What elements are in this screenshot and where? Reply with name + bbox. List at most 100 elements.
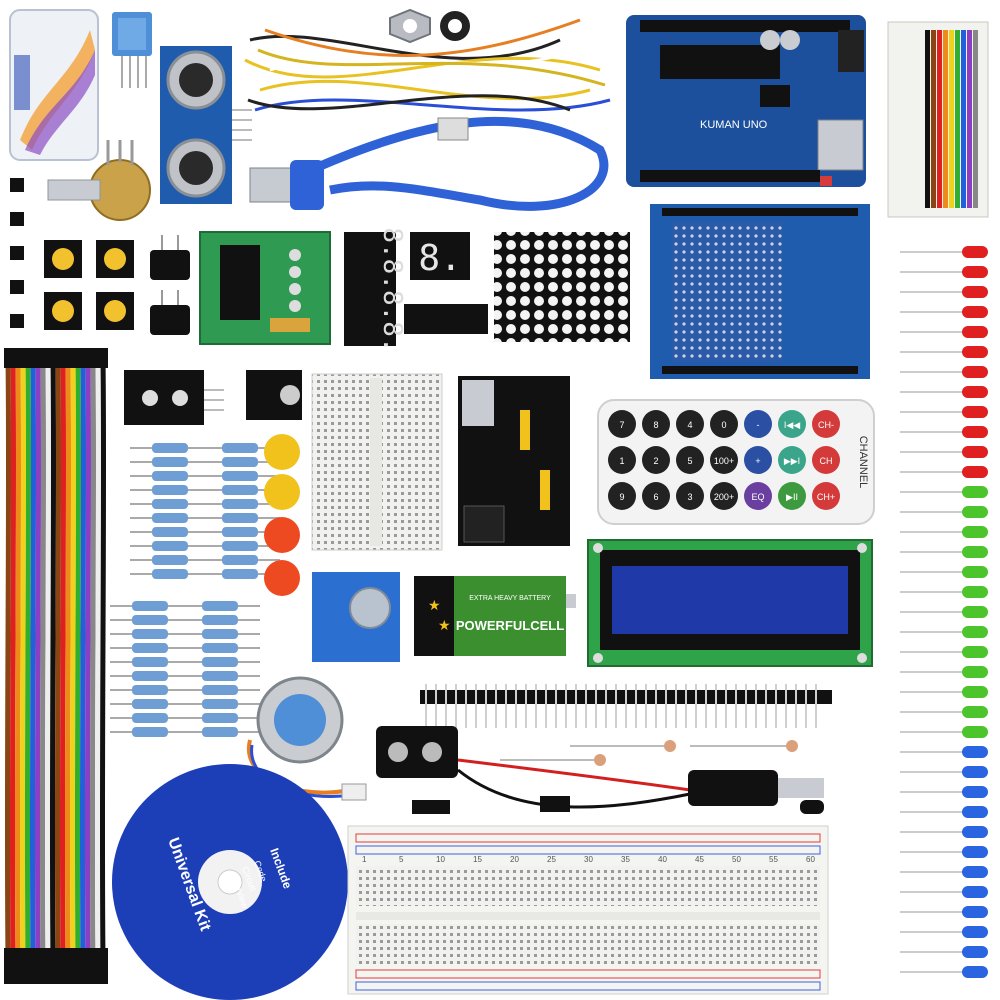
resistor-body [202,713,238,723]
resistor-body [222,513,258,523]
breadboard-column-number: 40 [658,855,667,864]
remote-key-label: 2 [653,456,658,466]
led [962,686,988,698]
stepper-motor [246,676,367,801]
remote-key-label: 0 [721,420,726,430]
led [962,946,988,958]
breadboard-column-number: 35 [621,855,630,864]
breadboard-column-number: 60 [806,855,815,864]
led [962,706,988,718]
seven-segment-single: 8. [410,232,470,280]
resistor-body [222,527,258,537]
resistor-body [222,569,258,579]
resistor-body [152,513,188,523]
led [962,966,988,978]
resistor-body [222,457,258,467]
ir-receiver-module [124,370,224,425]
led [962,826,988,838]
ribbon-wire [39,359,47,961]
remote-key-label: 7 [619,420,624,430]
led [962,386,988,398]
resistor-body [152,569,188,579]
humidity-sensor [112,12,152,88]
photo-sensor-module [246,370,302,420]
ribbon-wire [89,359,97,961]
remote-key [778,482,806,510]
resistor-body [132,643,168,653]
remote-key-label: EQ [751,492,764,502]
remote-key-label: 1 [619,456,624,466]
lcd-module [587,539,873,667]
resistor-body [152,527,188,537]
led [962,666,988,678]
ribbon-wire [54,359,62,961]
remote-key-label: 4 [687,420,692,430]
svg-text:★: ★ [428,597,441,613]
remote-key-label: ▶▶I [784,456,800,466]
ribbon-wire [59,359,67,961]
remote-key-label: 200+ [714,492,734,502]
led [962,846,988,858]
ribbon-wire [99,359,107,961]
ribbon-wire [84,359,92,961]
led [962,506,988,518]
quad-digits-label: 8.8.8.8. [377,227,407,352]
ribbon-wire [49,359,57,961]
led [962,726,988,738]
jumper-caps [10,178,24,328]
uno-board: KUMAN UNO [626,15,866,187]
resistor-body [152,499,188,509]
remote-key [812,482,840,510]
led [962,306,988,318]
led [962,766,988,778]
button-caps [264,434,300,596]
led [962,566,988,578]
ribbon-wire [4,359,12,961]
ribbon-wire [64,359,72,961]
resistor-body [132,727,168,737]
remote-key [812,446,840,474]
resistor-body [202,615,238,625]
led [962,426,988,438]
led [962,286,988,298]
resistor-body [132,713,168,723]
ultrasonic-sensor [160,46,252,204]
led [962,866,988,878]
resistor-body [152,457,188,467]
led [962,326,988,338]
resistor-body [132,699,168,709]
remote-key [778,410,806,438]
breadboard-column-number: 15 [473,855,482,864]
board-brand-label: KUMAN UNO [700,119,768,131]
ribbon-wire [19,359,27,961]
breadboard-column-number: 10 [436,855,445,864]
resistor-body [132,685,168,695]
battery-clip [376,726,824,809]
shift-register-chip [404,304,488,334]
remote-key [710,446,738,474]
channel-label: CHANNEL [857,436,869,489]
software-cd: Universal Kit Include Code Circuit Overv… [112,764,348,1000]
led [962,546,988,558]
buzzers [150,235,190,335]
resistor-body [152,471,188,481]
resistor-body [202,643,238,653]
breadboard-column-number: 1 [362,855,367,864]
led [962,926,988,938]
led [962,646,988,658]
breadboard-column-number: 50 [732,855,741,864]
resistor-color-card [887,21,989,218]
breadboard-column-number: 45 [695,855,704,864]
remote-key [744,410,772,438]
ribbon-wire [34,359,42,961]
seven-segment-quad: 8.8.8.8. [344,227,407,353]
power-supply-module [458,376,570,546]
led-columns [900,246,988,978]
remote-key [778,446,806,474]
remote-key [608,482,636,510]
touch-sensor-module [312,572,400,662]
resistor-body [222,541,258,551]
resistor-body [152,555,188,565]
